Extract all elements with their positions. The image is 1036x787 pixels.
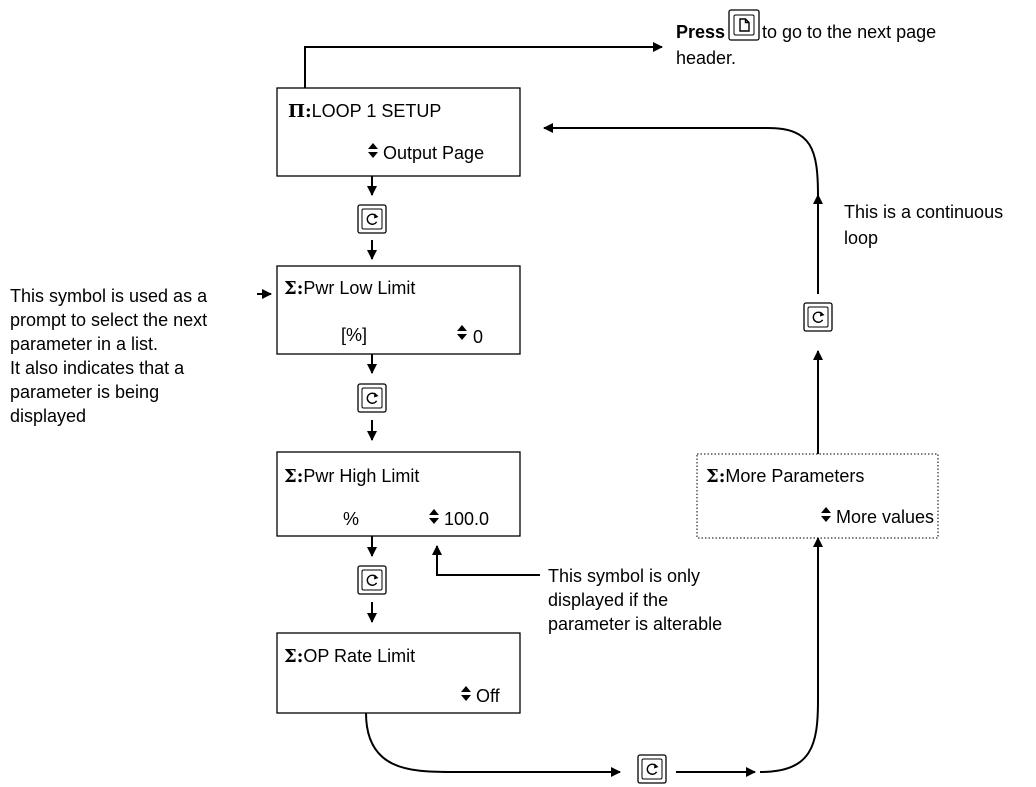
note-line: loop — [844, 228, 878, 248]
screen-title: Σ:Pwr Low Limit — [284, 278, 415, 299]
screen-value: Off — [476, 686, 501, 706]
screen-more-parameters: Σ:More Parameters More values — [696, 453, 939, 539]
next-page-arrow — [304, 42, 663, 88]
screen-unit: [%] — [341, 325, 367, 345]
scroll-key-icon[interactable] — [357, 565, 387, 595]
flow-arrow — [759, 537, 823, 773]
page-key-note: Press to go to the next page header. — [676, 9, 936, 68]
note-line: parameter in a list. — [10, 334, 158, 354]
note-line: This symbol is only — [548, 566, 700, 586]
note-pointer-arrow — [432, 545, 540, 576]
note-line: displayed — [10, 406, 86, 426]
screen-value: Output Page — [383, 143, 484, 163]
page-key-icon — [728, 9, 760, 41]
parameter-symbol: Σ: — [706, 466, 725, 487]
screen-box — [276, 87, 521, 177]
screen-box — [696, 453, 939, 539]
screen-value: 0 — [473, 327, 483, 347]
continuous-loop-note: This is a continuous loop — [844, 202, 1003, 248]
screen-title: Π:LOOP 1 SETUP — [288, 101, 441, 122]
screen-title: Σ:Pwr High Limit — [284, 466, 419, 487]
parameter-symbol: Σ: — [284, 646, 303, 667]
parameter-symbol: Σ: — [284, 466, 303, 487]
screen-title: Σ:More Parameters — [706, 466, 864, 487]
screen-value: 100.0 — [444, 509, 489, 529]
flow-arrow — [365, 712, 621, 777]
scroll-key-icon[interactable] — [803, 302, 833, 332]
screen-value: More values — [836, 507, 934, 527]
note-line: displayed if the — [548, 590, 668, 610]
screen-title-text: Pwr High Limit — [303, 466, 419, 486]
screen-box — [276, 632, 521, 714]
press-tail: to go to the next page — [762, 22, 936, 42]
loop-return-arrow — [543, 123, 819, 197]
note-line: It also indicates that a — [10, 358, 185, 378]
note-line: parameter is being — [10, 382, 159, 402]
note-line: parameter is alterable — [548, 614, 722, 634]
screen-box — [276, 265, 521, 355]
note-line: This symbol is used as a — [10, 286, 208, 306]
page-header-symbol: Π: — [288, 101, 312, 122]
screen-title-text: LOOP 1 SETUP — [312, 101, 442, 121]
note-line: prompt to select the next — [10, 310, 207, 330]
alterable-note: This symbol is only displayed if the par… — [548, 566, 722, 634]
scroll-key-icon[interactable] — [357, 204, 387, 234]
prompt-symbol-note: This symbol is used as a prompt to selec… — [10, 286, 208, 426]
scroll-key-icon[interactable] — [357, 383, 387, 413]
screen-title-text: More Parameters — [725, 466, 864, 486]
screen-title: Σ:OP Rate Limit — [284, 646, 415, 667]
press-line-2: header. — [676, 48, 736, 68]
screen-op-rate-limit: Σ:OP Rate Limit Off — [276, 632, 521, 714]
screen-pwr-low-limit: Σ:Pwr Low Limit [%] 0 — [276, 265, 521, 355]
press-word: Press — [676, 22, 725, 42]
screen-title-text: Pwr Low Limit — [303, 278, 415, 298]
screen-title-text: OP Rate Limit — [303, 646, 415, 666]
screen-pwr-high-limit: Σ:Pwr High Limit % 100.0 — [276, 451, 521, 537]
scroll-key-icon[interactable] — [637, 754, 667, 784]
note-line: This is a continuous — [844, 202, 1003, 222]
screen-unit: % — [343, 509, 359, 529]
parameter-symbol: Σ: — [284, 278, 303, 299]
screen-loop-setup: Π:LOOP 1 SETUP Output Page — [276, 87, 521, 177]
screen-box — [276, 451, 521, 537]
